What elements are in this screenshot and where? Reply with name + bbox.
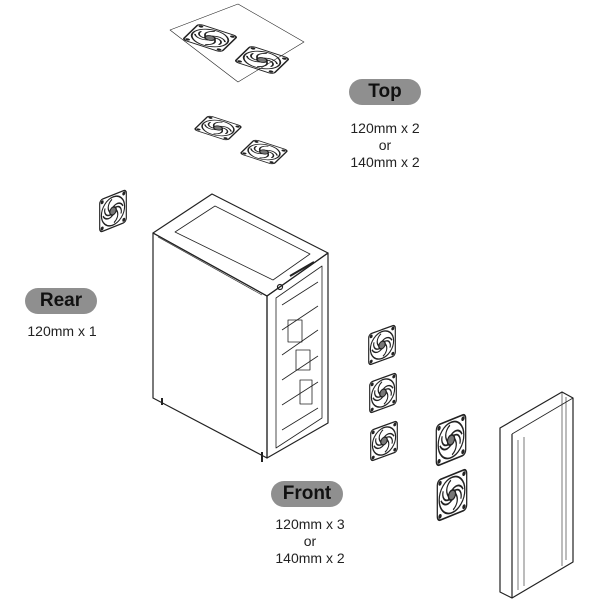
fan-icon	[435, 412, 467, 468]
top-badge: Top	[349, 79, 421, 105]
fan-icon	[233, 44, 291, 76]
fan-icon	[239, 138, 289, 166]
top-fan-pair-140mm	[169, 3, 305, 83]
front-fan-stack-120mm	[368, 324, 398, 462]
top-fan-pair-120mm	[193, 114, 289, 166]
fan-icon	[193, 114, 243, 142]
fan-icon	[369, 372, 397, 414]
front-badge: Front	[271, 481, 343, 507]
pc-case-icon	[152, 193, 329, 462]
fan-icon	[370, 420, 398, 462]
front-caption-line2: or	[303, 533, 317, 549]
front-panel-icon	[499, 391, 574, 599]
top-caption-line2: or	[378, 137, 392, 153]
front-caption: 120mm x 3 or 140mm x 2	[255, 516, 365, 567]
top-caption-line3: 140mm x 2	[350, 154, 420, 170]
rear-fan	[98, 188, 128, 234]
fan-icon	[181, 22, 239, 54]
top-caption-line1: 120mm x 2	[350, 120, 420, 136]
front-caption-line1: 120mm x 3	[275, 516, 345, 532]
rear-caption: 120mm x 1	[12, 323, 112, 340]
front-caption-line3: 140mm x 2	[275, 550, 345, 566]
rear-caption-line1: 120mm x 1	[27, 323, 97, 339]
front-fan-stack-140mm	[435, 412, 468, 523]
fan-icon	[98, 188, 128, 234]
fan-icon	[368, 324, 396, 366]
rear-badge: Rear	[25, 288, 97, 314]
fan-icon	[436, 467, 468, 523]
top-caption: 120mm x 2 or 140mm x 2	[330, 120, 440, 171]
